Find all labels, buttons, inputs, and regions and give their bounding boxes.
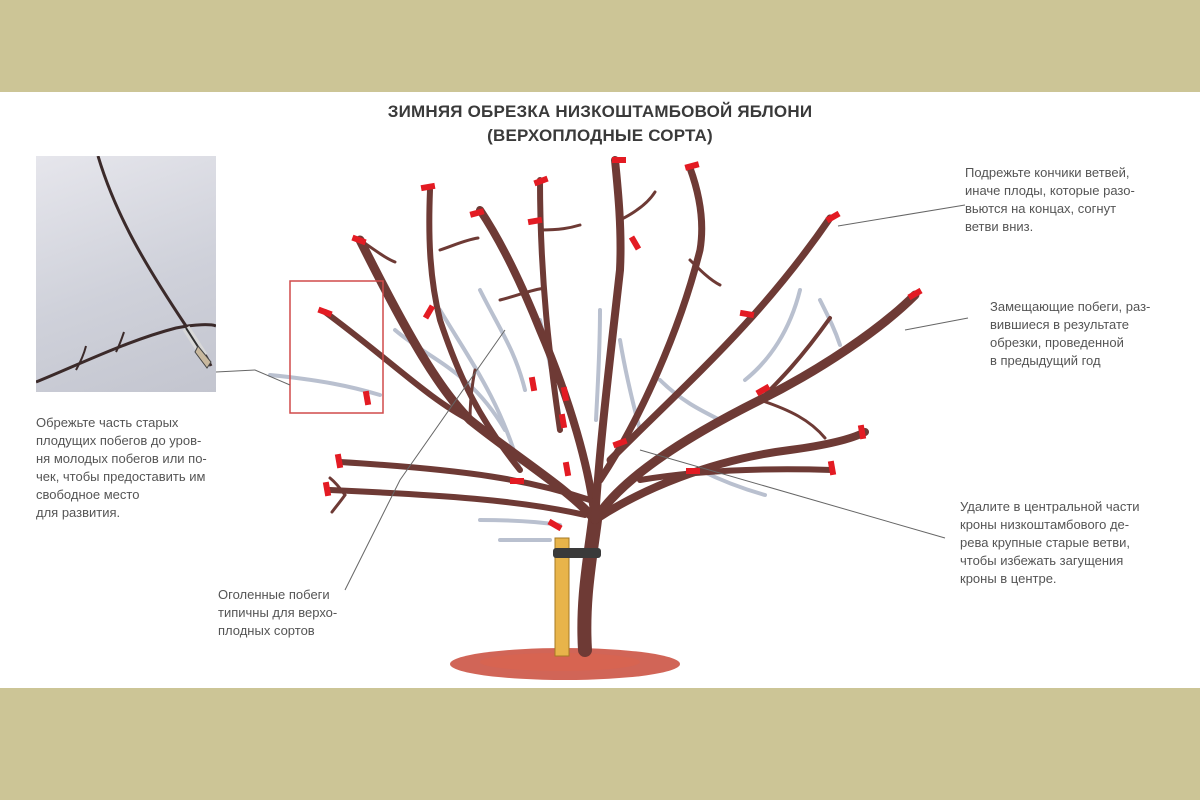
cut-mark [684, 161, 700, 171]
cut-mark [857, 424, 867, 440]
leader-lines [215, 204, 969, 591]
cut-mark [422, 304, 436, 320]
cut-mark [562, 461, 572, 477]
cut-mark [533, 175, 549, 187]
cut-mark [755, 383, 771, 397]
cut-mark [560, 386, 570, 402]
cut-mark [351, 234, 367, 246]
cut-mark [510, 478, 524, 484]
title-line-1: ЗИМНЯЯ ОБРЕЗКА НИЗКОШТАМБОВОЙ ЯБЛОНИ [387, 102, 813, 121]
title-line-2: (ВЕРХОПЛОДНЫЕ СОРТА) [487, 126, 713, 145]
cut-mark [612, 437, 628, 449]
photo-branch-drawing [36, 156, 216, 384]
note-cut-old-shoots: Обрежьте часть старых плодущих побегов д… [36, 415, 207, 520]
cut-mark [420, 182, 436, 192]
cut-mark [317, 306, 333, 318]
cut-mark [827, 460, 837, 476]
cut-mark [322, 481, 332, 497]
note-trim-tips: Подрежьте кончики ветвей, иначе плоды, к… [965, 165, 1135, 234]
cut-mark [907, 287, 923, 301]
note-replacement-shoots: Замещающие побеги, раз- вившиеся в резул… [990, 299, 1151, 368]
cut-mark [334, 453, 344, 469]
cut-mark [558, 413, 568, 429]
cut-mark [469, 208, 485, 218]
highlight-box [289, 280, 384, 414]
cut-mark [825, 210, 841, 224]
cut-mark [547, 518, 563, 532]
cut-mark [527, 216, 543, 226]
cut-mark [686, 468, 700, 474]
pruning-cut-marks [317, 157, 923, 532]
tree-structure [322, 156, 920, 657]
note-bare-shoots: Оголенные побеги типичны для верхо- плод… [218, 587, 338, 638]
soil [450, 648, 680, 680]
diagram-title: ЗИМНЯЯ ОБРЕЗКА НИЗКОШТАМБОВОЙ ЯБЛОНИ (ВЕ… [300, 100, 900, 148]
cut-mark [628, 235, 642, 251]
cut-mark [362, 390, 372, 406]
note-remove-central-branches: Удалите в центральной части кроны низкош… [960, 499, 1140, 586]
stake [553, 537, 601, 657]
cut-mark [612, 157, 626, 163]
cut-mark [528, 376, 538, 392]
branch-photo [36, 156, 216, 392]
cut-mark [739, 309, 755, 319]
